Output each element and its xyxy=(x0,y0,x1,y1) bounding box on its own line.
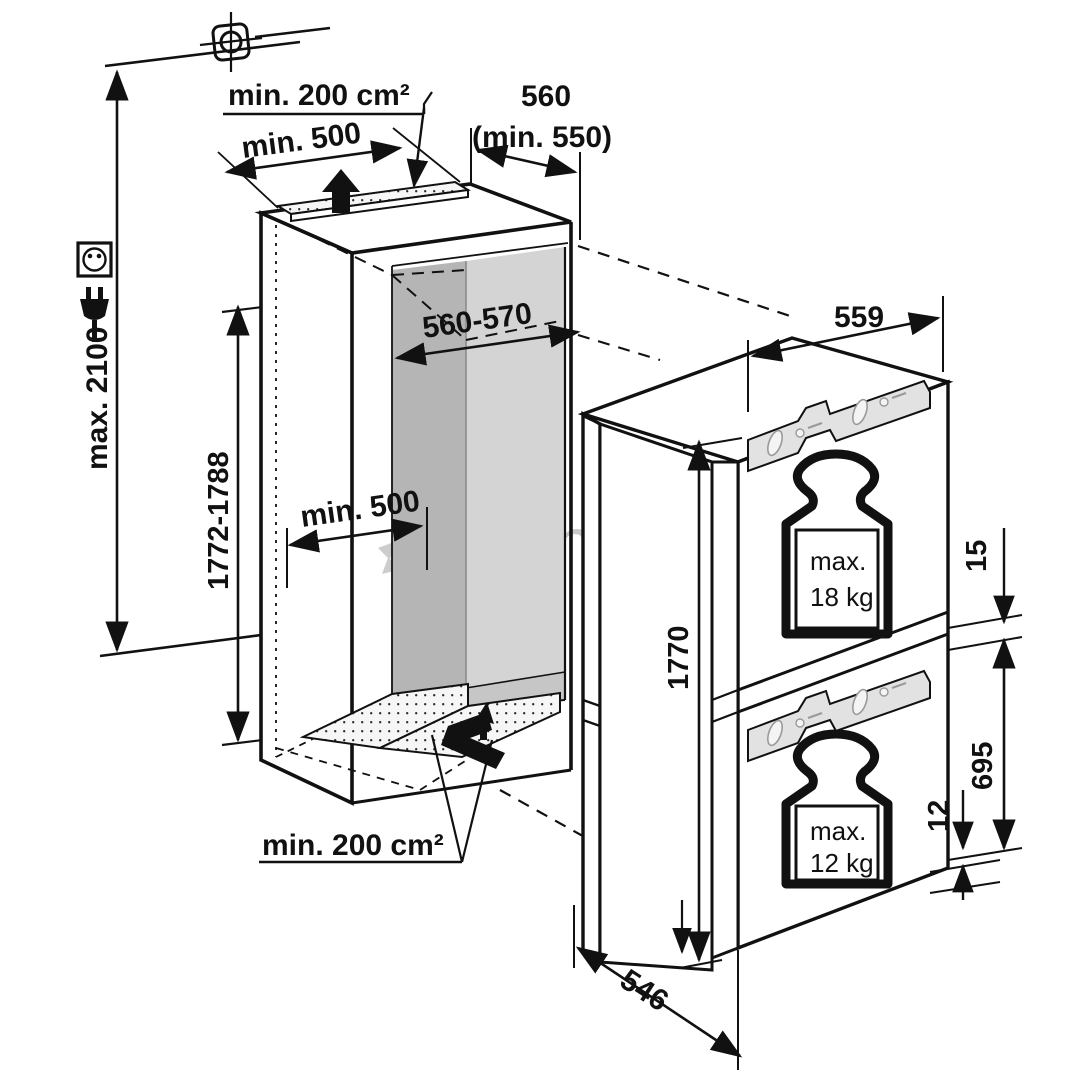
dimension-appliance-height: 1770 xyxy=(663,437,743,963)
ceiling-reference xyxy=(104,26,331,68)
power-plug-icon xyxy=(80,287,109,342)
cabinet-bottom-front xyxy=(351,768,572,805)
niche-back-left-panel xyxy=(392,261,466,700)
top-ventilation-slot xyxy=(275,180,471,223)
dimension-bottom-vent-area: min. 200 cm² xyxy=(259,734,494,864)
label-appliance-depth-559: 559 xyxy=(834,301,884,334)
label-appliance-height-1770: 1770 xyxy=(663,625,695,690)
alignment-dashed-lines xyxy=(499,244,791,841)
dimension-lower-door-695: 695 xyxy=(947,637,1023,861)
label-gap-15: 15 xyxy=(961,540,993,572)
label-top-vent-area: min. 200 cm² xyxy=(228,79,410,112)
appliance-body: max. 18 kg max. 12 kg xyxy=(577,336,954,972)
crosshair-target-icon xyxy=(199,12,263,72)
label-1772-1788: 1772-1788 xyxy=(203,451,235,590)
appliance-front-left-edge xyxy=(710,460,740,961)
dimension-appliance-depth-top: 559 xyxy=(747,296,944,412)
label-niche-width-560: 560 xyxy=(521,80,571,113)
weight-18kg-icon: max. 18 kg xyxy=(781,449,893,639)
label-weight-bottom-value: 12 kg xyxy=(810,848,874,878)
appliance-left-face xyxy=(598,421,714,972)
label-max-2100: max. 2100 xyxy=(81,327,114,470)
door-split-lower xyxy=(737,632,949,714)
label-weight-top-value: 18 kg xyxy=(810,582,874,612)
dashed-guide-top-left xyxy=(282,221,393,276)
dimension-gap-12: 12 xyxy=(923,790,1001,900)
lower-door-bracket xyxy=(747,669,931,763)
door-split-upper xyxy=(737,610,949,692)
label-lower-door-695: 695 xyxy=(967,742,999,790)
dimension-niche-height: 1772-1788 xyxy=(203,294,353,747)
label-weight-bottom-max: max. xyxy=(810,816,866,846)
dimension-niche-width-top: 560 (min. 550) xyxy=(470,80,612,240)
label-gap-12: 12 xyxy=(923,800,955,832)
power-socket-icon xyxy=(76,241,113,278)
label-bottom-vent-area: min. 200 cm² xyxy=(262,829,444,862)
upper-door-bracket xyxy=(747,379,931,473)
label-niche-width-min550: (min. 550) xyxy=(472,121,612,154)
airflow-arrow-top xyxy=(322,169,360,213)
label-weight-top-max: max. xyxy=(810,546,866,576)
weight-12kg-icon: max. 12 kg xyxy=(781,729,893,889)
dimension-max-2100: max. 2100 xyxy=(81,69,301,658)
appliance-left-return xyxy=(581,411,602,965)
dimension-top-vent-area: min. 200 cm² xyxy=(223,79,433,189)
